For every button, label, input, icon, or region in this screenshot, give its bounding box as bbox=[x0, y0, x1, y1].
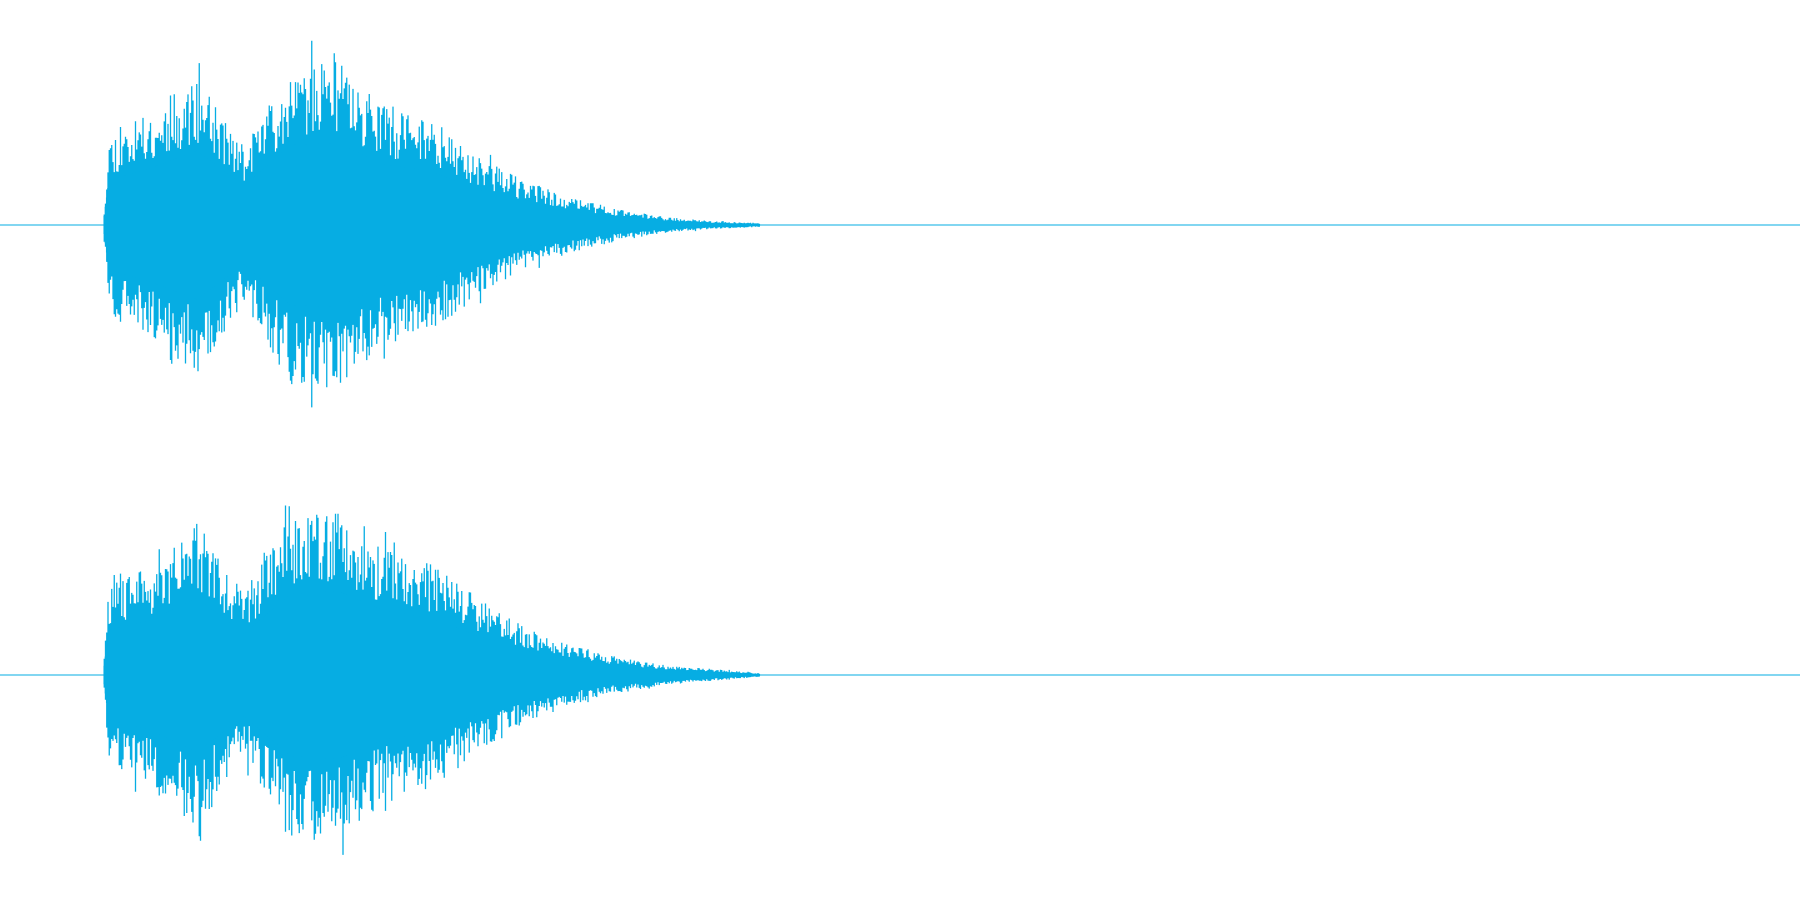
channel-top-waveform[interactable] bbox=[103, 40, 761, 408]
channel-bottom-waveform[interactable] bbox=[103, 505, 761, 855]
